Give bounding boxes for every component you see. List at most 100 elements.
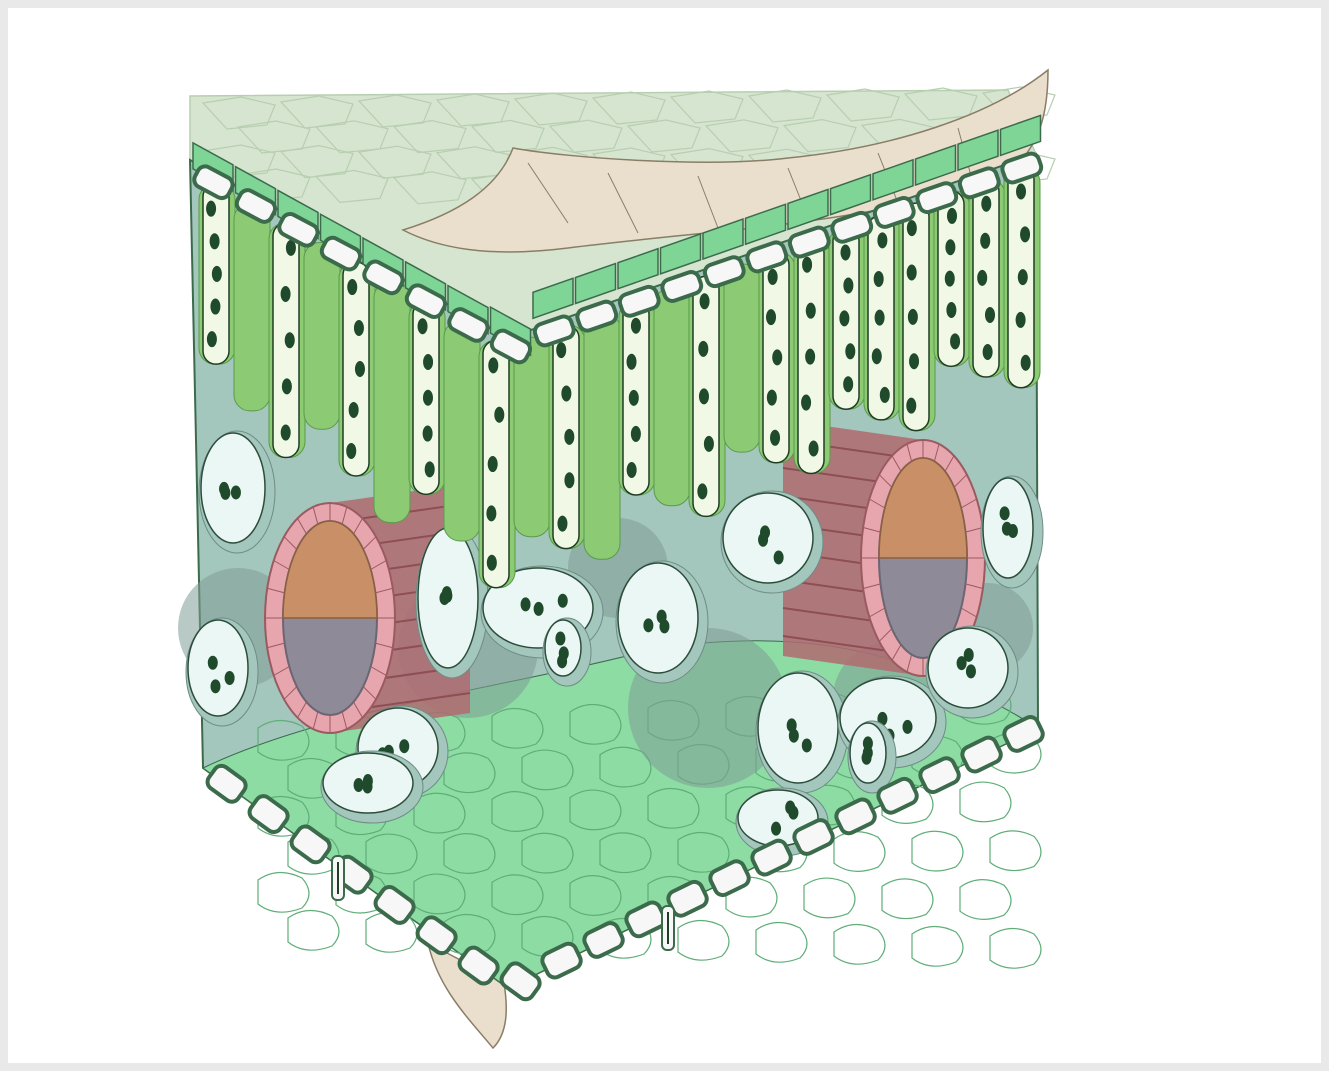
chloroplast xyxy=(758,533,768,547)
palisade-cell xyxy=(304,242,340,429)
chloroplast xyxy=(805,349,815,365)
chloroplast xyxy=(774,550,784,564)
palisade-cell xyxy=(794,240,830,474)
chloroplast xyxy=(789,729,799,743)
stoma xyxy=(332,856,344,900)
chloroplast xyxy=(423,354,433,370)
chloroplast xyxy=(558,594,568,608)
chloroplast xyxy=(534,602,544,616)
spongy-cell xyxy=(926,626,1018,718)
chloroplast xyxy=(220,486,230,500)
palisade-cell xyxy=(479,340,515,587)
chloroplast xyxy=(698,341,708,357)
palisade-cell xyxy=(619,301,655,495)
chloroplast xyxy=(657,610,667,624)
spongy-cell-body xyxy=(188,620,248,716)
spongy-cell xyxy=(186,618,258,726)
chloroplast xyxy=(210,233,220,249)
chloroplast xyxy=(231,485,241,499)
lower-surface-cell xyxy=(960,782,1011,822)
lower-surface-cell xyxy=(804,878,855,918)
spongy-cell xyxy=(721,491,823,593)
chloroplast xyxy=(767,390,777,406)
chloroplast xyxy=(809,441,819,457)
chloroplast xyxy=(631,318,641,334)
chloroplast xyxy=(903,720,913,734)
palisade-cell xyxy=(759,252,795,463)
chloroplast xyxy=(1000,506,1010,520)
chloroplast xyxy=(700,293,710,309)
chloroplast xyxy=(1018,269,1028,285)
chloroplast xyxy=(983,344,993,360)
chloroplast xyxy=(908,309,918,325)
palisade-cell-side xyxy=(514,337,550,536)
lower-surface-cell xyxy=(756,922,807,962)
spongy-cell xyxy=(321,751,423,823)
chloroplast xyxy=(945,239,955,255)
figure-frame xyxy=(8,8,1321,1063)
palisade-cell-side xyxy=(444,321,480,541)
chloroplast xyxy=(487,555,497,571)
chloroplast xyxy=(561,385,571,401)
chloroplast xyxy=(210,299,220,315)
palisade-cell-side xyxy=(374,282,410,523)
lower-surface-cell xyxy=(912,926,963,966)
chloroplast xyxy=(418,318,428,334)
chloroplast xyxy=(207,331,217,347)
chloroplast xyxy=(557,654,567,668)
chloroplast xyxy=(1020,226,1030,242)
lower-surface-cell xyxy=(960,880,1011,920)
spongy-cell xyxy=(543,618,591,686)
spongy-cell xyxy=(199,431,275,553)
chloroplast xyxy=(874,271,884,287)
palisade-cell xyxy=(374,282,410,523)
chloroplast xyxy=(771,822,781,836)
chloroplast xyxy=(206,201,216,217)
chloroplast xyxy=(423,426,433,442)
chloroplast xyxy=(643,618,653,632)
chloroplast xyxy=(877,232,887,248)
chloroplast xyxy=(285,332,295,348)
chloroplast xyxy=(801,395,811,411)
palisade-cell xyxy=(444,321,480,541)
chloroplast xyxy=(909,353,919,369)
chloroplast xyxy=(802,738,812,752)
lower-surface-cell xyxy=(990,831,1041,871)
chloroplast xyxy=(1008,524,1018,538)
chloroplast xyxy=(442,586,452,600)
lower-surface-cell xyxy=(834,924,885,964)
chloroplast xyxy=(1021,355,1031,371)
chloroplast xyxy=(208,656,218,670)
palisade-cell xyxy=(864,215,900,420)
palisade-cell xyxy=(514,337,550,536)
palisade-cell xyxy=(199,184,235,365)
chloroplast xyxy=(841,245,851,261)
palisade-cell xyxy=(969,179,1005,377)
spongy-cell xyxy=(756,671,848,793)
lower-surface-cell xyxy=(912,831,963,871)
chloroplast xyxy=(946,302,956,318)
palisade-cell-side xyxy=(584,313,620,559)
chloroplast xyxy=(945,271,955,287)
palisade-cell xyxy=(724,264,760,452)
lower-surface-cell xyxy=(288,910,339,950)
chloroplast xyxy=(556,342,566,358)
palisade-cell-side xyxy=(724,264,760,452)
chloroplast xyxy=(947,208,957,224)
palisade-cell-side xyxy=(234,203,270,411)
palisade-cell xyxy=(269,223,305,458)
chloroplast xyxy=(281,286,291,302)
chloroplast xyxy=(843,277,853,293)
chloroplast xyxy=(564,429,574,445)
chloroplast xyxy=(770,430,780,446)
spongy-cell xyxy=(981,476,1043,588)
leaf-cross-section-diagram xyxy=(8,8,1329,1071)
chloroplast xyxy=(862,751,872,765)
palisade-cell xyxy=(549,325,585,549)
chloroplast xyxy=(950,333,960,349)
chloroplast xyxy=(845,343,855,359)
palisade-cell xyxy=(1004,167,1040,388)
lower-surface-cell xyxy=(678,920,729,960)
chloroplast xyxy=(697,483,707,499)
chloroplast xyxy=(282,378,292,394)
